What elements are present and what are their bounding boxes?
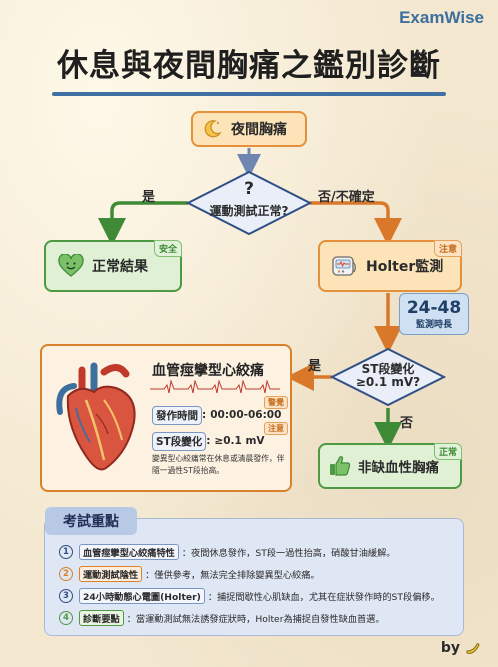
caution-badge: 注意	[433, 240, 462, 257]
moon-icon	[204, 120, 222, 138]
brand-logo: ExamWise	[399, 8, 484, 27]
vasospastic-angina-panel: 血管痙攣型心絞痛 發作時間: 00:00-06:00 警覺 ST段變化: ≥0.…	[40, 344, 292, 492]
item-keyword: 運動測試陰性	[79, 566, 143, 582]
duration-value: 24-48	[406, 297, 462, 318]
question-mark: ?	[244, 179, 254, 199]
exam-item: 3 24小時動態心電圖(Holter) ：捕捉間歇性心肌缺血，尤其在症狀發作時的…	[59, 587, 440, 605]
no-label-2: 否	[400, 416, 414, 431]
item-number: 2	[59, 567, 73, 581]
item-text: ：夜間休息發作，ST段一過性抬高，硝酸甘油緩解。	[181, 548, 396, 559]
item-keyword: 診斷要點	[79, 610, 124, 626]
byline: by	[441, 639, 482, 657]
safe-badge: 安全	[153, 240, 182, 257]
onset-time-key: 發作時間	[152, 405, 202, 425]
item-text: ：捕捉間歇性心肌缺血，尤其在症狀發作時的ST段偏移。	[207, 592, 440, 603]
thumbs-up-icon	[330, 456, 351, 476]
holter-node: Holter監測 注意	[318, 240, 462, 292]
st-decision-line2: ≥0.1 mV?	[355, 375, 421, 389]
onset-time-value: 00:00-06:00	[210, 409, 282, 421]
exam-points-box: 考試重點 1 血管痙攣型心絞痛特性 ：夜間休息發作，ST段一過性抬高，硝酸甘油緩…	[44, 507, 464, 636]
ecg-strip-icon	[150, 380, 280, 394]
yes-label-2: 是	[308, 359, 322, 374]
normal-result-node: 正常結果 安全	[44, 240, 182, 292]
no-label-1: 否/不確定	[318, 190, 375, 205]
yes-label-1: 是	[142, 190, 156, 205]
onset-time-row: 發作時間: 00:00-06:00	[152, 405, 282, 425]
heart-anatomy-icon	[56, 362, 136, 471]
smiley-heart-icon	[58, 254, 84, 277]
st-change-row: ST段變化: ≥0.1 mV	[152, 431, 265, 451]
arrow-q1-no	[310, 201, 402, 246]
exam-item: 4 診斷要點 ：當運動測試無法誘發症狀時，Holter為捕捉自發性缺血首選。	[59, 609, 385, 627]
holter-label: Holter監測	[366, 259, 444, 275]
st-decision-line1: ST段變化	[361, 362, 415, 376]
panel-footnote: 變異型心絞痛常在休息或清晨發作，伴隨一過性ST段抬高。	[152, 454, 285, 475]
byline-text: by	[440, 640, 460, 656]
note-badge: 注意	[264, 422, 288, 435]
exam-heading: 考試重點	[45, 507, 137, 535]
arrow-q1-yes	[98, 201, 188, 246]
decision-st-change: ST段變化 ≥0.1 mV?	[330, 347, 446, 407]
item-number: 4	[59, 611, 73, 625]
monitor-duration-box: 24-48 監測時長	[399, 293, 469, 335]
item-number: 3	[59, 589, 73, 603]
holter-monitor-icon	[332, 256, 356, 276]
st-change-value: ≥0.1 mV	[214, 435, 265, 447]
normal-badge: 正常	[433, 443, 462, 460]
decision-exercise-test: ? 運動測試正常?	[186, 170, 312, 236]
st-change-key: ST段變化	[152, 431, 207, 451]
item-keyword: 血管痙攣型心絞痛特性	[79, 544, 179, 560]
item-keyword: 24小時動態心電圖(Holter)	[79, 588, 205, 604]
normal-label: 正常結果	[92, 259, 148, 275]
page-title: 休息與夜間胸痛之鑑別診斷	[57, 48, 441, 84]
item-text: ：僅供參考，無法完全排除變異型心絞痛。	[145, 570, 320, 581]
start-label: 夜間胸痛	[231, 122, 287, 138]
exam-item: 2 運動測試陰性 ：僅供參考，無法完全排除變異型心絞痛。	[59, 565, 320, 583]
result-label: 非缺血性胸痛	[358, 460, 439, 476]
alert-badge: 警覺	[264, 396, 288, 409]
decision-label: 運動測試正常?	[209, 204, 289, 218]
title-underline	[52, 92, 446, 96]
exam-item: 1 血管痙攣型心絞痛特性 ：夜間休息發作，ST段一過性抬高，硝酸甘油緩解。	[59, 543, 395, 561]
banana-icon	[466, 643, 480, 654]
panel-title: 血管痙攣型心絞痛	[152, 363, 264, 379]
item-text: ：當運動測試無法誘發症狀時，Holter為捕捉自發性缺血首選。	[126, 614, 385, 625]
item-number: 1	[59, 545, 73, 559]
duration-label: 監測時長	[415, 319, 452, 330]
non-ischemic-result-node: 非缺血性胸痛 正常	[318, 443, 462, 489]
start-node: 夜間胸痛	[191, 111, 307, 147]
